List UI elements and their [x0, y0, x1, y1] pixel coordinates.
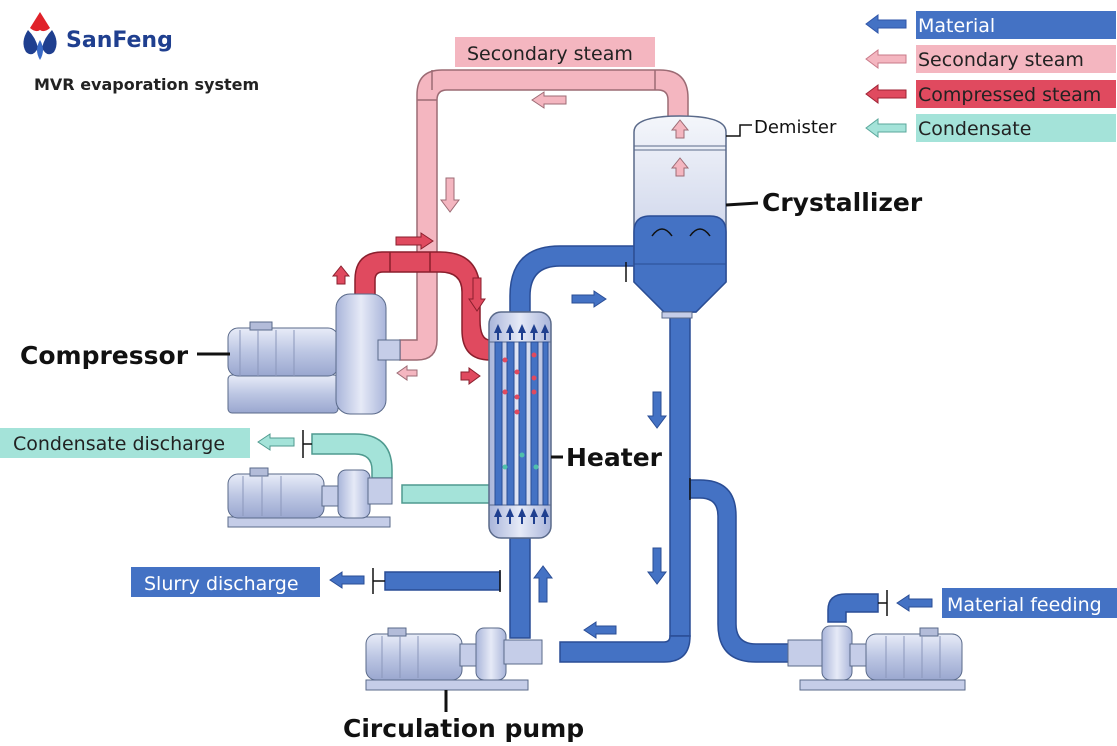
heater	[488, 311, 552, 539]
secondary-steam-left-arrow	[396, 365, 418, 381]
legend-label-compressed-steam: Compressed steam	[918, 84, 1101, 106]
legend-item-condensate: Condensate	[865, 114, 1116, 142]
feed-pump	[787, 625, 966, 691]
condensate-discharge-tag	[0, 428, 250, 458]
diagram-subtitle: MVR evaporation system	[34, 75, 259, 94]
legend-label-secondary-steam: Secondary steam	[918, 49, 1084, 71]
brand-name: SanFeng	[66, 28, 173, 53]
compressed-steam-into-heater-arrow	[460, 367, 481, 385]
compressor	[227, 293, 401, 415]
secondary-steam-pipe	[399, 69, 689, 361]
compressed-steam-right-arrow	[395, 232, 434, 250]
legend-item-secondary-steam: Secondary steam	[865, 45, 1116, 73]
vapor-up-arrow-top	[670, 119, 690, 139]
circulation-pump-label: Circulation pump	[343, 714, 584, 743]
legend-label-material: Material	[918, 15, 995, 37]
material-feeding-label: Material feeding	[947, 594, 1102, 616]
material-arrow-down-2	[647, 547, 667, 585]
slurry-discharge-arrow	[329, 571, 365, 589]
heater-label: Heater	[566, 443, 663, 472]
material-arrow-down-1	[647, 391, 667, 429]
condensate-pump	[227, 467, 393, 528]
material-arrow-up	[533, 565, 553, 603]
vapor-up-arrow-mid	[670, 157, 690, 177]
secondary-steam-down-arrow	[440, 177, 460, 213]
sanfeng-logo	[23, 12, 57, 60]
secondary-steam-flow-arrow	[531, 91, 567, 109]
compressed-steam-up-arrow	[331, 265, 351, 285]
material-arrow-to-crystallizer	[571, 290, 607, 308]
slurry-discharge-label: Slurry discharge	[144, 573, 299, 595]
legend-item-compressed-steam: Compressed steam	[865, 80, 1116, 108]
demister-label: Demister	[754, 117, 837, 138]
secondary-steam-label: Secondary steam	[467, 43, 633, 65]
pipe-flanges	[372, 262, 888, 616]
material-feeding-tag	[942, 588, 1117, 618]
legend-item-material: Material	[865, 11, 1116, 39]
condensate-discharge-arrow	[257, 433, 295, 451]
crystallizer-label: Crystallizer	[762, 188, 923, 217]
secondary-steam-tag: Secondary steam	[455, 37, 655, 67]
crystallizer	[633, 115, 727, 319]
circulation-pump	[365, 627, 543, 691]
condensate-pipe	[311, 433, 491, 504]
compressed-steam-down-arrow	[468, 277, 486, 312]
condensate-discharge-label: Condensate discharge	[13, 433, 225, 455]
compressor-label: Compressor	[20, 341, 189, 370]
material-feeding-arrow	[896, 594, 933, 612]
material-arrow-left	[583, 621, 617, 639]
legend: Material Secondary steam Compressed stea…	[865, 11, 1116, 142]
slurry-discharge-tag	[131, 567, 320, 597]
legend-label-condensate: Condensate	[918, 118, 1031, 140]
